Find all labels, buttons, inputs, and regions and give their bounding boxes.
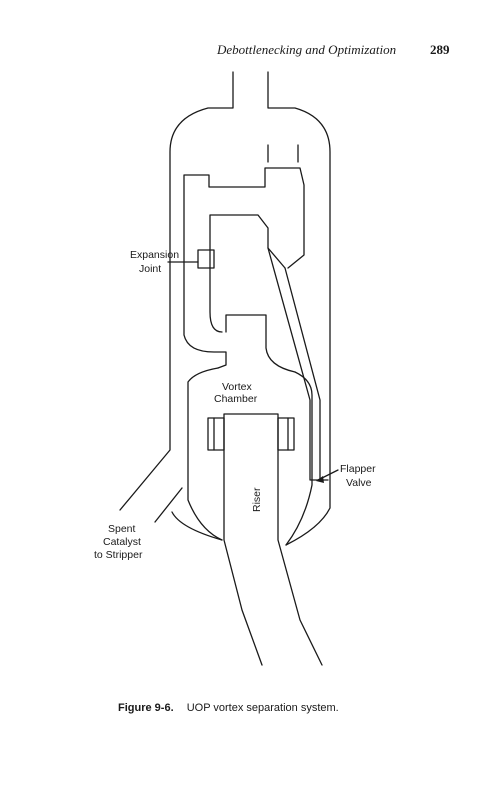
dip-leg xyxy=(267,247,329,481)
swirl-arm-left xyxy=(207,417,225,451)
expansion-joint-label: Expansion xyxy=(130,249,179,261)
swirl-arm-right xyxy=(277,417,295,451)
flapper-valve-label: Flapper xyxy=(340,463,376,475)
flapper-valve-label: Valve xyxy=(346,477,372,489)
spent-catalyst-leader xyxy=(154,487,183,523)
page-number: 289 xyxy=(430,42,450,57)
vortex-chamber-label: Vortex xyxy=(222,381,253,393)
vortex-chamber-label: Chamber xyxy=(214,393,258,405)
caption-text: UOP vortex separation system. xyxy=(186,702,339,714)
vortex-chamber-shell xyxy=(187,367,313,546)
outlet-pipe-stubs xyxy=(267,144,299,163)
spent-catalyst-label: to Stripper xyxy=(94,549,143,561)
running-title: Debottlenecking and Optimization xyxy=(217,42,397,57)
expansion-joint-label: Joint xyxy=(139,263,161,275)
inner-duct xyxy=(209,214,286,333)
upper-plenum xyxy=(183,167,305,369)
vortex-chamber-head xyxy=(225,314,296,373)
spent-catalyst-label: Spent xyxy=(108,523,136,535)
riser-pipe xyxy=(223,413,323,666)
riser-label: Riser xyxy=(251,487,263,512)
reactor-vessel-wall xyxy=(119,71,331,546)
caption-label: Figure 9-6. xyxy=(118,702,174,714)
flapper-valve-arrowhead xyxy=(316,476,324,483)
figure-caption: Figure 9-6. UOP vortex separation system… xyxy=(118,702,478,714)
expansion-joint xyxy=(197,249,215,269)
spent-catalyst-label: Catalyst xyxy=(103,536,141,548)
